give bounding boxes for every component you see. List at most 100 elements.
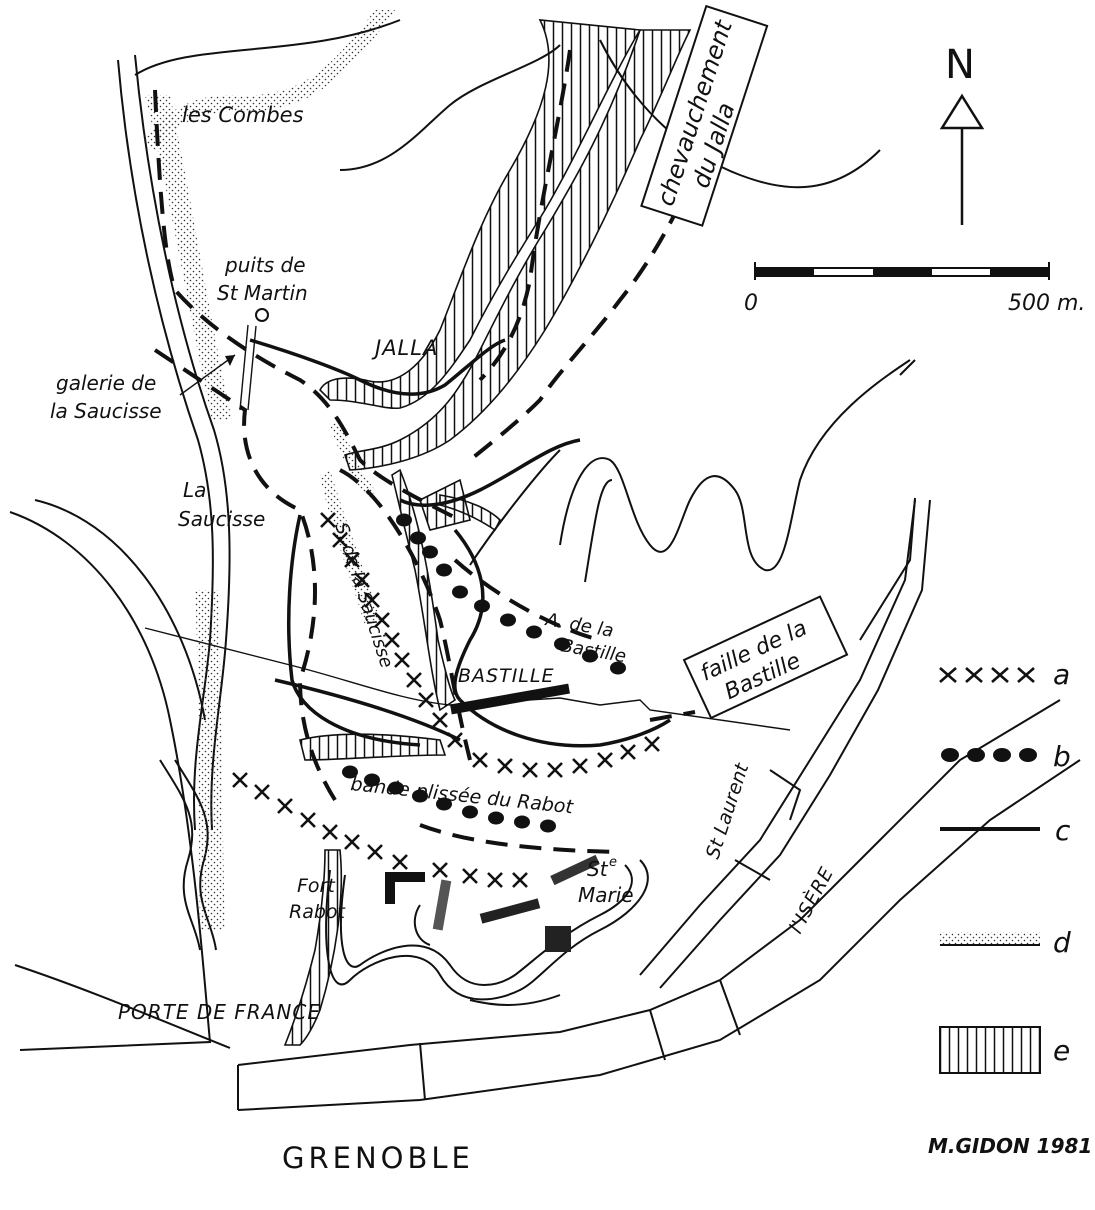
label-ste-marie-e: e — [609, 855, 617, 870]
cross-mark — [344, 834, 360, 850]
dot-mark — [474, 599, 490, 613]
cross-mark — [432, 712, 448, 728]
hatched-units — [283, 19, 692, 1046]
dot-mark — [610, 661, 626, 675]
label-a-bastille-1: A. de la — [543, 609, 615, 642]
solid-contacts — [249, 338, 671, 748]
credit: M.GIDON 1981 — [928, 1134, 1092, 1158]
fold-dots — [342, 513, 626, 833]
cross-mark — [522, 762, 538, 778]
legend-a-symbol — [939, 667, 1035, 683]
cross-mark — [332, 532, 348, 548]
label-galerie-2: la Saucisse — [50, 399, 162, 423]
cross-mark — [497, 758, 513, 774]
stippled-bands — [145, 10, 395, 930]
cross-mark — [232, 772, 248, 788]
label-puits-1: puits de — [224, 253, 306, 277]
cross-mark — [447, 732, 463, 748]
legend-e-key: e — [1053, 1034, 1070, 1067]
scale-start: 0 — [744, 291, 758, 316]
label-puits-2: St Martin — [217, 281, 308, 305]
label-fort-rabot-1: Fort — [297, 875, 336, 897]
cross-mark — [432, 862, 448, 878]
cross-mark — [344, 552, 360, 568]
cross-mark — [394, 652, 410, 668]
dot-mark — [388, 781, 404, 795]
cross-mark — [472, 752, 488, 768]
label-st-laurent: St Laurent — [702, 759, 754, 861]
dashed-faults — [153, 49, 722, 854]
cross-mark — [254, 784, 270, 800]
dot-mark — [342, 765, 358, 779]
legend-e-symbol — [939, 1026, 1041, 1074]
label-la-saucisse-2: Saucisse — [178, 507, 265, 531]
cross-mark — [644, 736, 660, 752]
label-porte-de-france: PORTE DE FRANCE — [118, 1000, 321, 1024]
cross-mark — [487, 872, 503, 888]
dot-mark — [396, 513, 412, 527]
cross-mark — [354, 572, 370, 588]
cross-mark — [277, 798, 293, 814]
legend-a-key: a — [1053, 658, 1070, 691]
cross-mark — [418, 692, 434, 708]
label-les-combes: les Combes — [182, 103, 304, 127]
dot-mark — [462, 805, 478, 819]
legend-b-key: b — [1053, 740, 1071, 773]
cross-mark — [462, 868, 478, 884]
label-fort-rabot-2: Rabot — [289, 901, 347, 923]
label-s-saucisse: S. de la Saucisse — [330, 520, 397, 671]
label-grenoble: GRENOBLE — [282, 1141, 474, 1175]
label-jalla: JALLA — [371, 336, 438, 360]
label-la-saucisse-1: La — [183, 478, 206, 502]
legend-d-key: d — [1053, 926, 1071, 959]
label-a-bastille-2: Bastille — [559, 635, 628, 667]
section-line — [144, 627, 791, 731]
north-arrow: N — [939, 42, 985, 225]
north-label: N — [945, 42, 975, 88]
dot-mark — [412, 789, 428, 803]
cross-mark — [320, 512, 336, 528]
box-faille: faille de la Bastille — [682, 595, 849, 720]
dot-mark — [410, 531, 426, 545]
dot-mark — [540, 819, 556, 833]
buildings — [385, 683, 600, 952]
legend-b-symbol — [941, 748, 1037, 762]
fort-rabot-hairpins — [325, 859, 649, 1006]
label-ste-marie-name: Marie — [578, 883, 634, 907]
cross-mark — [367, 844, 383, 860]
cross-mark — [597, 752, 613, 768]
cross-mark — [547, 762, 563, 778]
dot-mark — [364, 773, 380, 787]
cross-mark — [374, 612, 390, 628]
legend: a b c d e — [939, 658, 1071, 1074]
cross-mark — [620, 744, 636, 760]
cross-mark — [572, 758, 588, 774]
label-galerie-1: galerie de — [56, 371, 156, 395]
axial-crosses — [232, 512, 660, 888]
dot-mark — [422, 545, 438, 559]
dot-mark — [500, 613, 516, 627]
galerie-tunnel — [179, 308, 269, 411]
label-isere: l'ISÈRE — [784, 863, 838, 938]
legend-d-symbol — [940, 932, 1040, 946]
bastille-cliffs — [469, 359, 916, 583]
scale-bar: 0 500 m. — [744, 262, 1085, 316]
dot-mark — [452, 585, 468, 599]
quay-road — [639, 497, 931, 989]
cross-mark — [392, 854, 408, 870]
cross-mark — [512, 872, 528, 888]
dot-mark — [436, 797, 452, 811]
dot-mark — [436, 563, 452, 577]
cross-mark — [384, 632, 400, 648]
legend-c-key: c — [1055, 814, 1071, 847]
dot-mark — [554, 637, 570, 651]
cross-mark — [406, 672, 422, 688]
dot-mark — [514, 815, 530, 829]
label-bastille: BASTILLE — [458, 665, 554, 687]
isere-riverbank — [9, 499, 1081, 1111]
label-ste-marie-s: St — [587, 857, 609, 881]
dot-mark — [526, 625, 542, 639]
scale-end: 500 m. — [1008, 291, 1085, 316]
dot-mark — [582, 649, 598, 663]
